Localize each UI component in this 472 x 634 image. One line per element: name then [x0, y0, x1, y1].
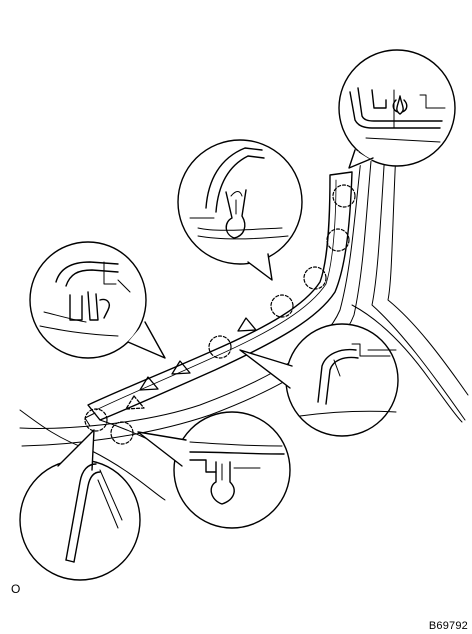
clip-locations [84, 184, 356, 445]
claw-markers [125, 317, 257, 410]
callout-lower-left [19, 429, 141, 581]
clip-location [110, 421, 134, 445]
corner-mark: O [11, 582, 21, 596]
clip-location [208, 335, 232, 359]
figure-code: B69792 [428, 620, 468, 632]
callout-lower-middle [137, 411, 291, 529]
clip-location [270, 294, 294, 318]
callout-upper-left [29, 241, 166, 359]
clip-location [303, 266, 327, 290]
claw-marker [237, 317, 257, 332]
clip-location [326, 228, 350, 252]
callout-top-right [338, 49, 456, 169]
claw-marker [171, 360, 191, 375]
callout-upper-middle [177, 139, 303, 281]
callout-right [239, 323, 399, 437]
claw-marker [125, 395, 145, 410]
claw-marker [139, 376, 159, 391]
clip-location [84, 408, 108, 432]
clip-location [332, 184, 356, 208]
